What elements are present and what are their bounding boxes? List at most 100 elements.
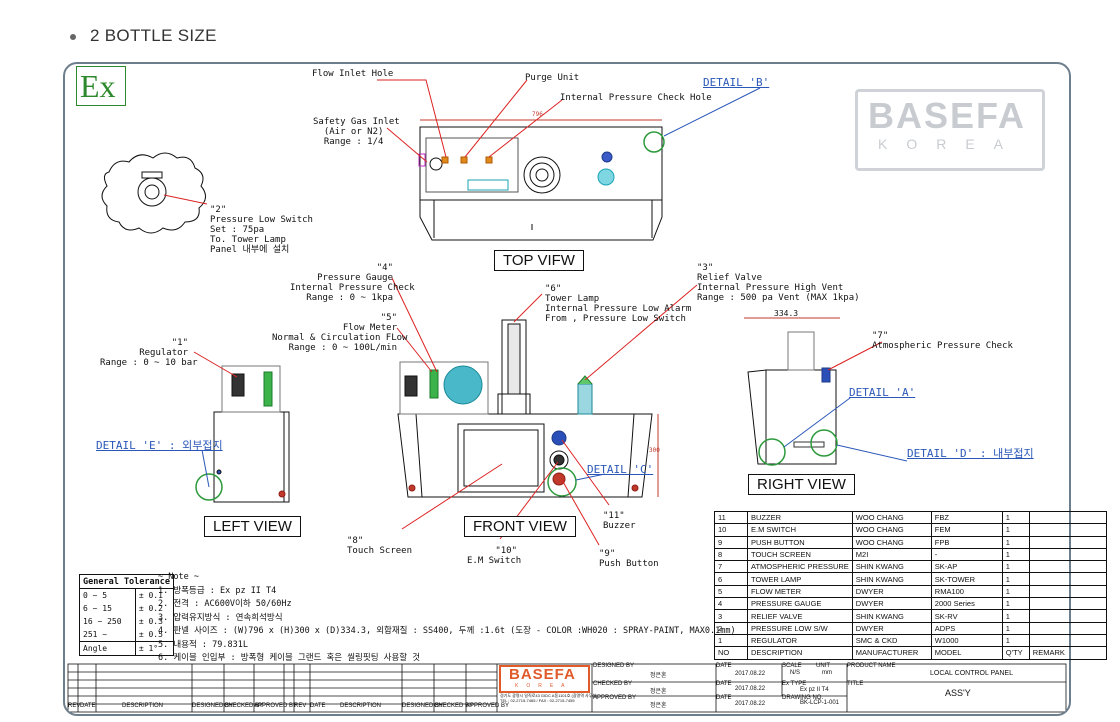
scale-value: N/S xyxy=(790,670,801,676)
date-3: 2017.08.22 xyxy=(735,701,766,707)
product-name: LOCAL CONTROL PANEL xyxy=(930,670,1013,677)
table-row: 251 ~± 0.5 xyxy=(79,628,175,642)
callout-push-button: "9" Push Button xyxy=(599,549,659,569)
bom-cell: SMC & CKD xyxy=(851,633,932,648)
callout-pressure-low-switch: "2" Pressure Low Switch Set : 75pa To. T… xyxy=(210,205,313,255)
date-2: 2017.08.22 xyxy=(735,686,766,692)
bom-cell: FBZ xyxy=(930,510,1003,525)
bom-cell: TOWER LAMP xyxy=(747,572,853,586)
callout-atmospheric: "7" Atmospheric Pressure Check xyxy=(872,331,1013,351)
note-line: 2. 전격 : AC600V이하 50/60Hz xyxy=(158,599,292,609)
note-title: ~ Note ~ xyxy=(158,572,199,582)
bom-cell: NO xyxy=(714,646,748,660)
note-line: 5. 내용적 : 79.831L xyxy=(158,639,248,650)
bom-cell xyxy=(1028,560,1107,574)
ex-mark-box xyxy=(76,66,126,106)
tol-range: 0 ~ 5 xyxy=(79,588,136,602)
bom-cell: MODEL xyxy=(930,646,1003,660)
tol-value: ± 0.3 xyxy=(134,615,175,628)
bom-cell: DESCRIPTION xyxy=(747,646,853,660)
drawing-no: BK-LCP-1-001 xyxy=(800,700,840,706)
bom-cell: 4 xyxy=(714,597,748,611)
drawing-canvas xyxy=(67,79,1067,713)
bom-cell: REMARK xyxy=(1028,646,1107,660)
bom-cell: SHIN KWANG xyxy=(851,609,932,623)
bom-cell: 3 xyxy=(714,609,748,623)
tol-value: ± 1° xyxy=(134,641,175,656)
front-view-drawing xyxy=(397,319,659,498)
bom-cell: PRESSURE GAUGE xyxy=(747,597,853,611)
bom-cell: - xyxy=(930,547,1003,562)
bom-cell: 1 xyxy=(1001,560,1030,574)
tol-value: ± 0.1 xyxy=(134,588,175,602)
bom-cell: 1 xyxy=(1001,609,1030,623)
detail-e-label: DETAIL 'E' : 외부접지 xyxy=(96,439,223,452)
dim-right-width: 334.3 xyxy=(774,309,799,318)
bom-cell xyxy=(1028,621,1107,635)
bom-cell xyxy=(1028,523,1107,537)
bom-cell: DWYER xyxy=(851,584,932,599)
designed-by-label: DESIGNED BY xyxy=(593,663,635,669)
table-row: Angle± 1° xyxy=(79,641,175,656)
rev-designed-header-2: DESIGNED BY xyxy=(402,703,444,709)
bom-cell: 1 xyxy=(1001,621,1030,635)
bom-cell: 1 xyxy=(1001,547,1030,562)
drawing-title: ASS'Y xyxy=(945,688,971,698)
bom-cell: 11 xyxy=(714,510,748,525)
bom-cell xyxy=(1028,584,1107,599)
company-logo-box xyxy=(499,665,590,693)
bom-cell: 8 xyxy=(714,547,748,562)
revision-grid xyxy=(68,664,497,712)
bom-cell: W1000 xyxy=(930,633,1003,648)
drawing-no-label: DRAWING NO. xyxy=(782,695,824,701)
designed-by-name: 정은혼 xyxy=(650,673,667,679)
bom-cell: FPB xyxy=(930,535,1003,549)
bom-cell: ATMOSPHERIC PRESSURE xyxy=(747,560,853,574)
tol-range: 6 ~ 15 xyxy=(79,602,136,615)
callout-touch-screen: "8" Touch Screen xyxy=(347,536,413,556)
detail-c-circle xyxy=(547,467,577,497)
title-block-grid xyxy=(67,663,1067,713)
ex-mark: Ex xyxy=(80,68,116,104)
bom-cell: FEM xyxy=(930,523,1003,537)
right-view-title: RIGHT VIEW xyxy=(748,474,855,495)
bom-cell: 1 xyxy=(1001,584,1030,599)
blue-leader-lines xyxy=(201,87,908,488)
tol-value: ± 0.2 xyxy=(134,602,175,615)
ex-type-value: Ex pz II T4 xyxy=(800,687,829,693)
bom-cell: WOO CHANG xyxy=(851,523,932,537)
rev-approved-header: APPROVED BY xyxy=(254,703,298,709)
detail-d-circle xyxy=(810,429,838,457)
callout-buzzer: "11" Buzzer xyxy=(603,511,636,531)
date-label-2: DATE xyxy=(716,681,732,687)
bom-cell: 1 xyxy=(1001,535,1030,549)
detail-c-label: DETAIL 'C' xyxy=(587,463,654,476)
bom-cell: PUSH BUTTON xyxy=(747,535,853,549)
rev-designed-header: DESIGNED BY xyxy=(192,703,234,709)
bom-cell: ADPS xyxy=(930,621,1003,635)
bom-cell: DWYER xyxy=(851,597,932,611)
bullet-icon xyxy=(70,33,76,40)
note-line: 4. 판넬 사이즈 : (W)796 x (H)300 x (D)334.3, … xyxy=(158,626,736,636)
table-row: 6 ~ 15± 0.2 xyxy=(79,602,175,615)
bom-cell: RELIEF VALVE xyxy=(747,609,853,623)
bom-cell: 1 xyxy=(1001,572,1030,586)
left-view-drawing xyxy=(213,365,290,503)
note-line: 6. 케이블 인입부 : 방폭형 케이블 그랜드 혹은 씰링핏팅 사용할 것 xyxy=(158,653,421,663)
dim-top-width: 796 xyxy=(532,111,543,118)
tolerance-table: General Tolerance 0 ~ 5± 0.1 6 ~ 15± 0.2… xyxy=(79,574,175,656)
bom-cell: 1 xyxy=(1001,523,1030,537)
checked-by-name: 정은혼 xyxy=(650,689,667,695)
bom-cell: FLOW METER xyxy=(747,584,853,599)
watermark-stamp xyxy=(855,89,1045,171)
front-view-title: FRONT VIEW xyxy=(464,516,576,537)
watermark-sub: KOREA xyxy=(878,136,1023,152)
date-label-1: DATE xyxy=(716,663,732,669)
